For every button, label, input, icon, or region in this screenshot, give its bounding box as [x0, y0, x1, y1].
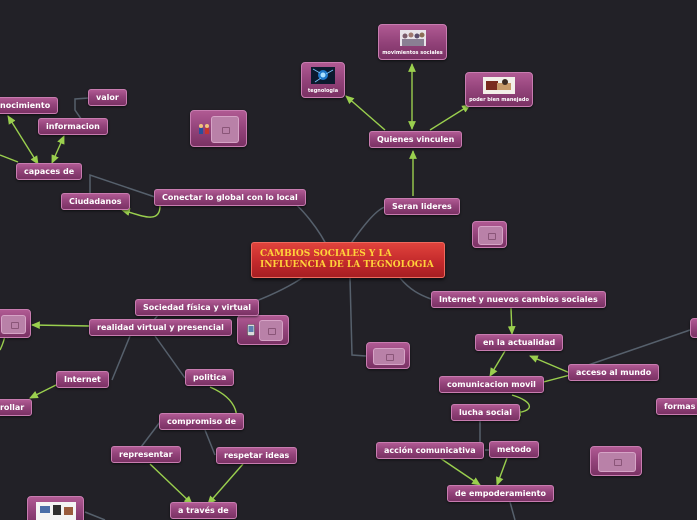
- central-topic-line2: INFLUENCIA DE LA TEGNOLOGIA: [260, 260, 436, 271]
- node-respetar-ideas[interactable]: respetar ideas: [216, 447, 297, 464]
- node-compromiso-de[interactable]: compromiso de: [159, 413, 244, 430]
- poder-caption: poder bien manejado: [466, 97, 532, 103]
- devices-illustration-icon: [36, 502, 76, 520]
- node-valor[interactable]: valor: [88, 89, 127, 106]
- link-empoderamiento-down: [510, 502, 515, 520]
- placeholder-node-4[interactable]: [0, 309, 31, 338]
- image-slot: [211, 116, 239, 143]
- link-central-internet-cambios: [400, 278, 431, 299]
- node-en-la-actualidad[interactable]: en la actualidad: [475, 334, 563, 351]
- image-node-movimientos[interactable]: movimientos sociales: [378, 24, 447, 60]
- image-node-people[interactable]: [190, 110, 247, 147]
- poder-image: [483, 77, 515, 94]
- link-central-placeholder: [350, 278, 366, 356]
- node-internet[interactable]: Internet: [56, 371, 109, 388]
- node-conectar-global-local[interactable]: Conectar lo global con lo local: [154, 189, 306, 206]
- link-compromiso-respetar: [205, 430, 215, 455]
- placeholder-node-1[interactable]: [472, 221, 507, 248]
- link-realidad-internet: [112, 336, 130, 380]
- image-slot: [259, 320, 283, 341]
- hands-illustration-icon: [483, 77, 515, 94]
- node-formas-de[interactable]: formas d: [656, 398, 697, 415]
- node-ciudadanos[interactable]: Ciudadanos: [61, 193, 130, 210]
- node-de-empoderamiento[interactable]: de empoderamiento: [447, 485, 554, 502]
- link-bottom-image: [85, 512, 105, 520]
- crowd-illustration-icon: [400, 30, 426, 46]
- tegnologia-image: [311, 67, 335, 84]
- node-politica[interactable]: politica: [185, 369, 234, 386]
- node-realidad-virtual-presencial[interactable]: realidad virtual y presencial: [89, 319, 232, 336]
- placeholder-node-2[interactable]: [366, 342, 410, 369]
- node-lucha-social[interactable]: lucha social: [451, 404, 520, 421]
- movimientos-caption: movimientos sociales: [379, 50, 446, 56]
- node-conocimiento[interactable]: nocimiento: [0, 97, 58, 114]
- node-representar[interactable]: representar: [111, 446, 181, 463]
- node-accion-comunicativa[interactable]: acción comunicativa: [376, 442, 484, 459]
- node-quienes-vinculen[interactable]: Quienes vinculen: [369, 131, 462, 148]
- technology-network-icon: [311, 67, 335, 84]
- node-metodo[interactable]: metodo: [489, 441, 539, 458]
- placeholder-node-5[interactable]: [690, 318, 697, 338]
- node-capaces-de[interactable]: capaces de: [16, 163, 82, 180]
- node-a-traves-de[interactable]: a través de: [170, 502, 237, 519]
- node-seran-lideres[interactable]: Seran lideres: [384, 198, 460, 215]
- bottom-image: [36, 502, 76, 520]
- node-informacion[interactable]: informacion: [38, 118, 108, 135]
- image-node-poder[interactable]: poder bien manejado: [465, 72, 533, 107]
- phone-icon: [247, 324, 255, 336]
- movimientos-image: [400, 30, 426, 46]
- image-node-bottom[interactable]: [27, 496, 84, 520]
- link-realidad-politica: [155, 336, 185, 378]
- node-desarrollar[interactable]: rrollar: [0, 399, 32, 416]
- tegnologia-caption: tegnologia: [302, 88, 344, 94]
- node-sociedad-fisica-virtual[interactable]: Sociedad física y virtual: [135, 299, 259, 316]
- central-topic-line1: CAMBIOS SOCIALES Y LA: [260, 249, 436, 260]
- people-icon: [197, 123, 211, 135]
- image-node-phone[interactable]: [237, 315, 289, 345]
- node-acceso-al-mundo[interactable]: acceso al mundo: [568, 364, 659, 381]
- placeholder-node-3[interactable]: [590, 446, 642, 476]
- central-topic[interactable]: CAMBIOS SOCIALES Y LA INFLUENCIA DE LA T…: [251, 242, 445, 278]
- image-node-tegnologia[interactable]: tegnologia: [301, 62, 345, 98]
- node-internet-nuevos-cambios[interactable]: Internet y nuevos cambios sociales: [431, 291, 606, 308]
- node-comunicacion-movil[interactable]: comunicacion movil: [439, 376, 544, 393]
